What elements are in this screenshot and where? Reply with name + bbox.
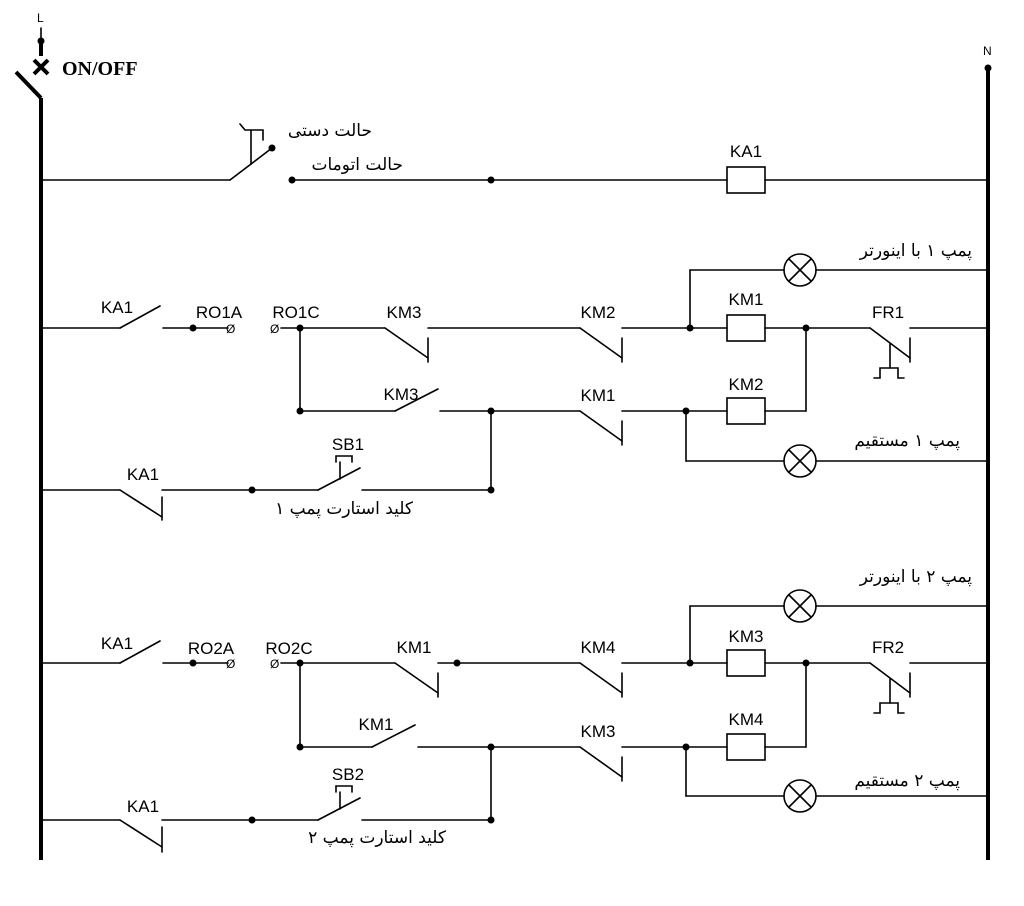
- pump1-km3-nc-contact: [384, 327, 429, 363]
- pump1-ka1-bottom-label: KA1: [127, 465, 159, 484]
- pump2-fr2-overload: [869, 662, 911, 714]
- pump2-km1-nc-contact: [394, 662, 439, 698]
- pump1-sb1-button[interactable]: [317, 455, 361, 491]
- auto-mode-label: حالت اتومات: [312, 155, 404, 175]
- neutral-terminal-label: N: [983, 44, 992, 58]
- mode-selector-switch[interactable]: [229, 123, 296, 184]
- svg-text:Ø: Ø: [226, 657, 235, 671]
- pump2-km3-coil-label: KM3: [729, 627, 764, 646]
- pump2-km1-a-label: KM1: [397, 638, 432, 657]
- pump1-km1-nc-contact: [579, 410, 623, 446]
- pump2-inverter-lamp-label: پمپ ۲ با اینورتر: [859, 567, 972, 587]
- pump2-km4-contact-label: KM4: [581, 638, 616, 657]
- pump1-direct-lamp-label: پمپ ۱ مستقیم: [854, 431, 960, 451]
- pump1-inverter-lamp-label: پمپ ۱ با اینورتر: [859, 241, 972, 261]
- pump1-ka1-top-label: KA1: [101, 298, 133, 317]
- pump1-ka1-contact: [119, 305, 194, 329]
- svg-text:Ø: Ø: [270, 322, 279, 336]
- pump1-km1-contact-label: KM1: [581, 386, 616, 405]
- pump1-roa-label: RO1A: [196, 303, 243, 322]
- line-terminal-label: L: [37, 11, 44, 25]
- ka1-coil: [726, 166, 766, 194]
- pump2-ka1-contact: [119, 640, 194, 664]
- pump2-ka1-bottom-label: KA1: [127, 797, 159, 816]
- pump1-km3-b-label: KM3: [384, 385, 419, 404]
- pump2-ka1-top-label: KA1: [101, 634, 133, 653]
- pump2-km3-contact-label: KM3: [581, 722, 616, 741]
- pump1-km2-coil-label: KM2: [729, 375, 764, 394]
- pump2-inverter-lamp: [783, 589, 817, 623]
- pump2-km1-b-label: KM1: [359, 715, 394, 734]
- line-terminal-dot: [37, 37, 45, 45]
- svg-text:Ø: Ø: [226, 322, 235, 336]
- pump2-direct-lamp: [783, 779, 817, 813]
- pump2-roc-label: RO2C: [265, 639, 312, 658]
- ka1-coil-label: KA1: [730, 142, 762, 161]
- pump1-km2-contact-label: KM2: [581, 303, 616, 322]
- pump2-km4-coil: [726, 733, 766, 761]
- pump1-ka1-nc-contact: [119, 489, 163, 521]
- manual-mode-label: حالت دستی: [288, 121, 372, 141]
- pump1-sb1-label: SB1: [332, 435, 364, 454]
- pump2-km3-nc-contact: [579, 746, 623, 782]
- pump2-sb2-button[interactable]: [317, 785, 361, 821]
- pump1-km3-a-label: KM3: [387, 303, 422, 322]
- pump2-km1-no-contact: [371, 724, 416, 748]
- pump2-direct-lamp-label: پمپ ۲ مستقیم: [854, 771, 960, 791]
- pump2-km4-nc-contact: [579, 662, 623, 698]
- pump1-direct-lamp: [783, 444, 817, 478]
- pump1-start-key-label: کلید استارت پمپ ۱: [275, 499, 414, 519]
- pump2-km3-coil: [726, 649, 766, 677]
- pump1-inverter-lamp: [783, 253, 817, 287]
- pump1-km1-coil: [726, 314, 766, 342]
- pump1-km3-no-contact: [394, 388, 439, 412]
- pump2-sb2-label: SB2: [332, 765, 364, 784]
- svg-text:Ø: Ø: [270, 657, 279, 671]
- pump1-fr1-label: FR1: [872, 303, 904, 322]
- pump1-roc-label: RO1C: [272, 303, 319, 322]
- pump2-fr2-label: FR2: [872, 638, 904, 657]
- on-off-breaker[interactable]: [14, 44, 50, 100]
- pump1-km1-coil-label: KM1: [729, 290, 764, 309]
- on-off-label: ON/OFF: [62, 58, 138, 80]
- pump1-km2-nc-contact: [579, 327, 623, 363]
- pump2-ka1-nc-contact: [119, 819, 163, 853]
- pump2-start-key-label: کلید استارت پمپ ۲: [308, 828, 447, 848]
- pump1-fr1-overload: [869, 327, 911, 379]
- pump1-km2-coil: [726, 397, 766, 425]
- pump2-km4-coil-label: KM4: [729, 710, 764, 729]
- pump2-roa-label: RO2A: [188, 639, 235, 658]
